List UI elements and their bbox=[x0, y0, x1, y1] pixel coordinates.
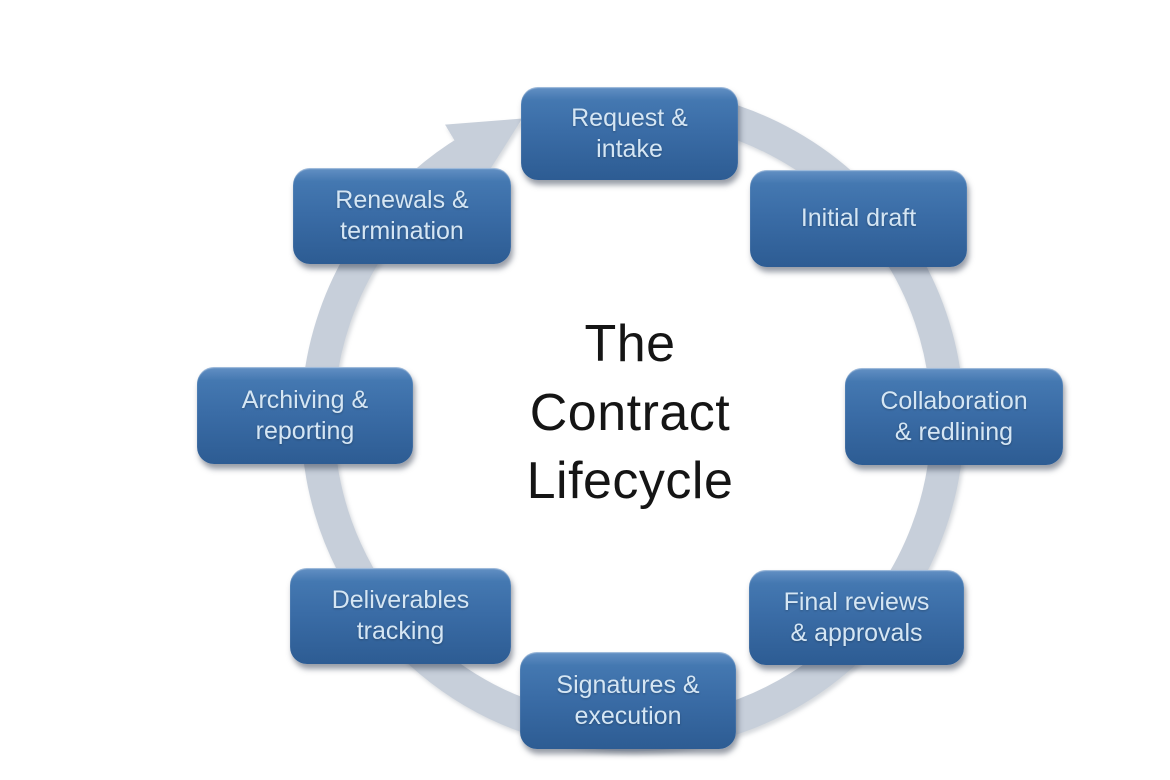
diagram-title: The Contract Lifecycle bbox=[526, 315, 734, 511]
step-renewals-termination: Renewals & termination bbox=[293, 168, 511, 264]
step-signatures-execution: Signatures & execution bbox=[520, 652, 736, 749]
step-collaboration-redlining: Collaboration & redlining bbox=[845, 368, 1063, 465]
step-initial-draft: Initial draft bbox=[750, 170, 967, 267]
step-deliverables-tracking: Deliverables tracking bbox=[290, 568, 511, 664]
step-archiving-reporting: Archiving & reporting bbox=[197, 367, 413, 464]
step-final-reviews-approvals: Final reviews & approvals bbox=[749, 570, 964, 665]
step-request-intake: Request & intake bbox=[521, 87, 738, 180]
